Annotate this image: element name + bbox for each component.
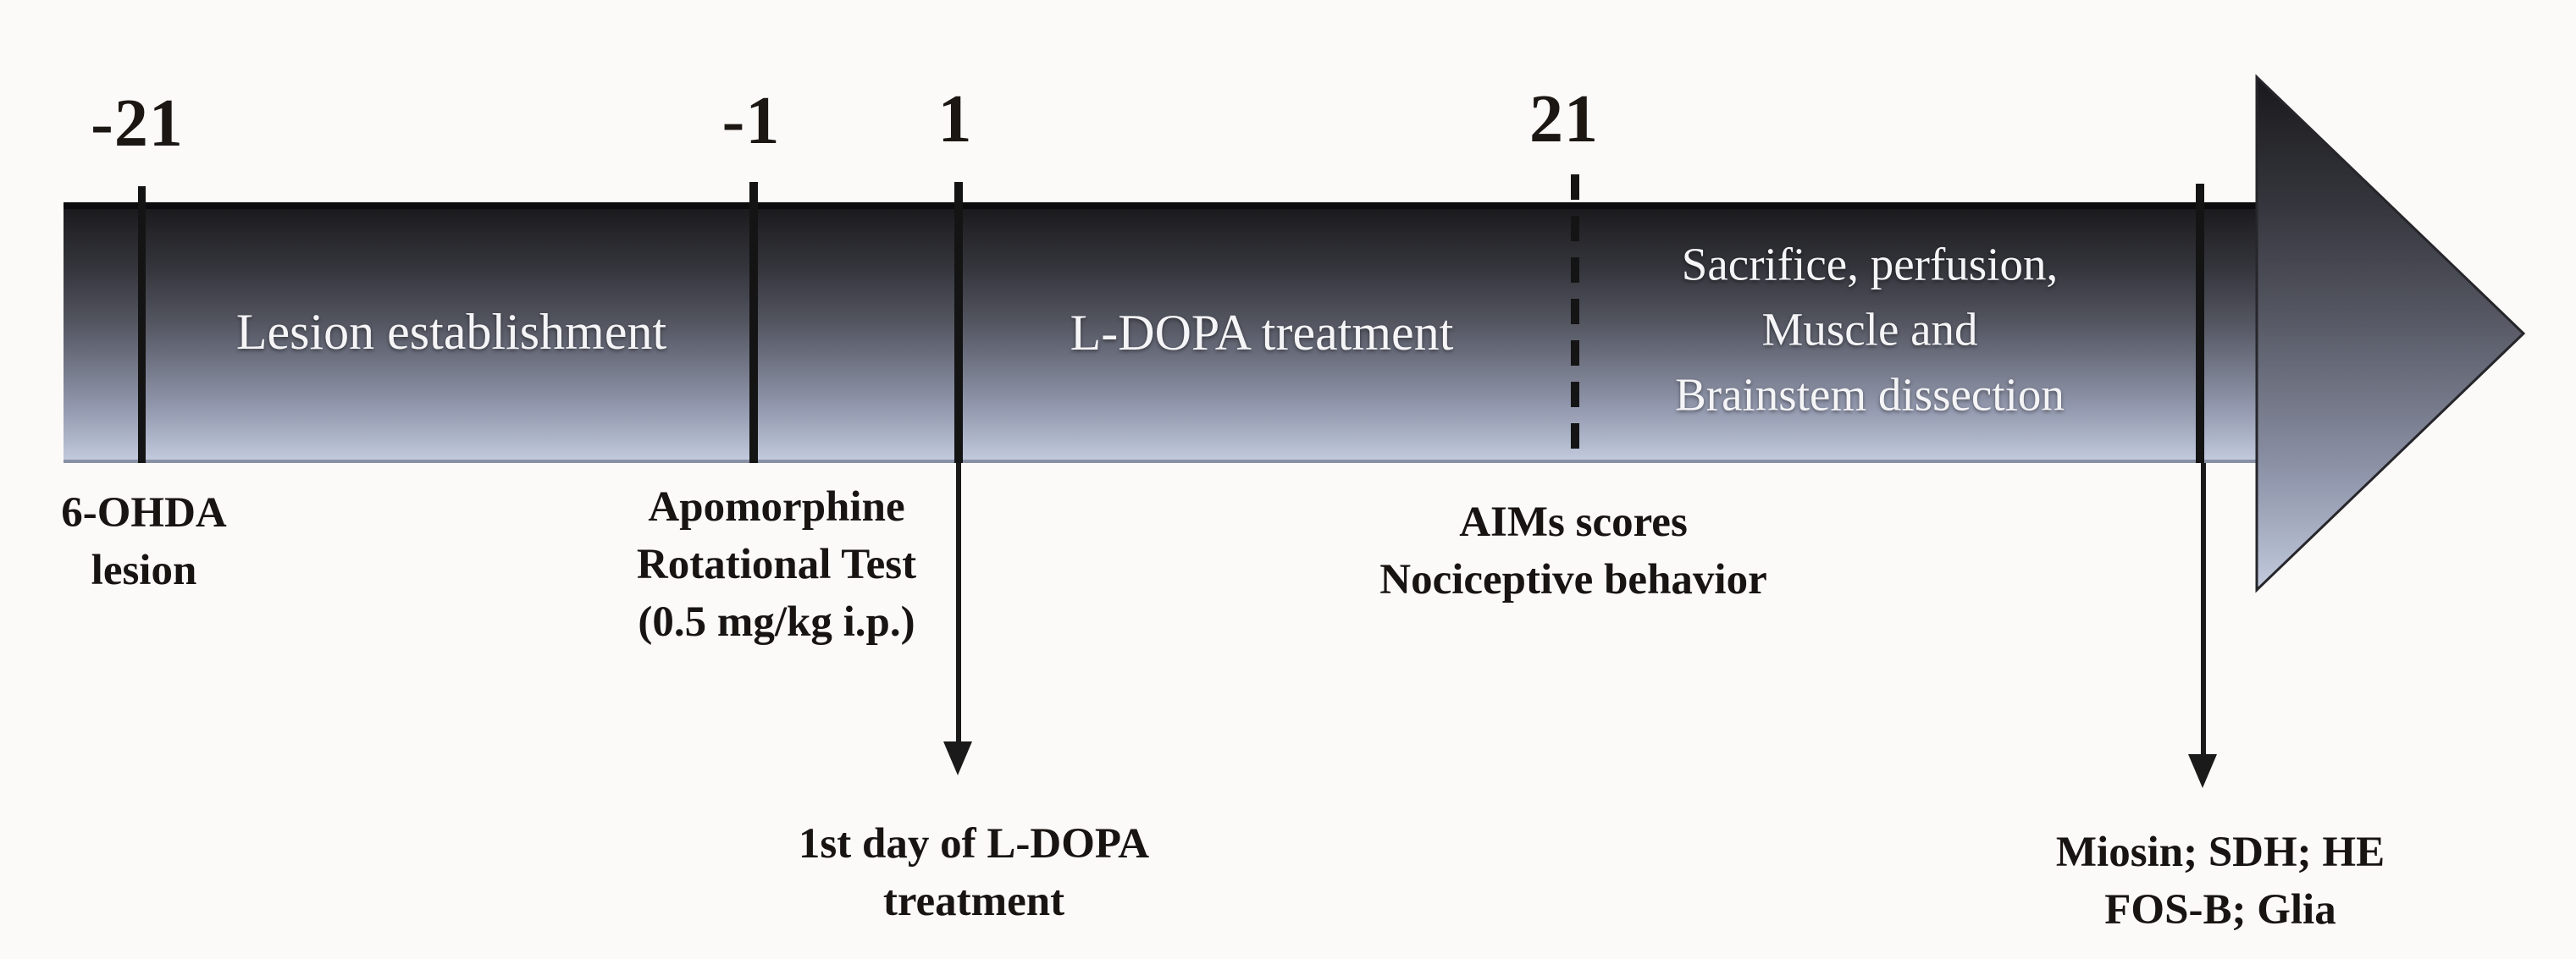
timeline-bar-bottom-edge <box>64 460 2257 463</box>
tick-day-1 <box>954 182 963 463</box>
phase-sacrifice-line2: Muscle and <box>1761 303 1978 355</box>
annotation-apomorphine-line1: Apomorphine <box>648 483 905 531</box>
annotation-histology-line1: Miosin; SDH; HE <box>2055 829 2385 876</box>
day-label-minus1: -1 <box>721 84 781 158</box>
timeline-arrowhead <box>2255 74 2526 593</box>
annotation-ldopa-first-day-line1: 1st day of L-DOPA <box>798 820 1150 868</box>
tick-endpoint <box>2196 184 2204 463</box>
tick-day-minus1 <box>749 182 758 463</box>
annotation-6ohda-line2: lesion <box>91 547 197 594</box>
timeline-bar-body <box>64 206 2257 461</box>
annotation-apomorphine-test: Apomorphine Rotational Test (0.5 mg/kg i… <box>637 478 916 651</box>
annotation-apomorphine-line3: (0.5 mg/kg i.p.) <box>638 598 915 646</box>
annotation-aims-nociceptive: AIMs scores Nociceptive behavior <box>1379 493 1766 609</box>
phase-sacrifice-line3: Brainstem dissection <box>1675 368 2065 421</box>
down-arrowhead-histology <box>2188 754 2217 788</box>
annotation-aims-line1: AIMs scores <box>1459 499 1688 546</box>
down-arrowhead-ldopa-start <box>943 741 972 775</box>
annotation-6ohda-line1: 6-OHDA <box>61 489 227 537</box>
day-label-1: 1 <box>937 82 973 157</box>
annotation-6ohda-lesion: 6-OHDA lesion <box>61 484 226 599</box>
phase-sacrifice-line1: Sacrifice, perfusion, <box>1681 238 2059 290</box>
phase-label-sacrifice: Sacrifice, perfusion, Muscle and Brainst… <box>1675 232 2065 427</box>
down-arrow-line-histology <box>2201 463 2206 756</box>
day-label-21: 21 <box>1529 82 1599 157</box>
annotation-histology-line2: FOS-B; Glia <box>2104 886 2336 934</box>
annotation-apomorphine-line2: Rotational Test <box>636 541 917 588</box>
down-arrow-line-ldopa-start <box>956 463 961 743</box>
tick-day-minus21 <box>138 186 146 463</box>
annotation-histology-markers: Miosin; SDH; HE FOS-B; Glia <box>2056 824 2385 939</box>
phase-label-lesion-establishment: Lesion establishment <box>235 304 667 360</box>
annotation-ldopa-first-day: 1st day of L-DOPA treatment <box>799 815 1149 930</box>
annotation-aims-line2: Nociceptive behavior <box>1379 556 1767 604</box>
day-label-minus21: -21 <box>91 86 184 161</box>
annotation-ldopa-first-day-line2: treatment <box>882 878 1065 925</box>
phase-label-ldopa-treatment: L-DOPA treatment <box>1070 305 1454 361</box>
timeline-bar-top-edge <box>64 202 2257 209</box>
